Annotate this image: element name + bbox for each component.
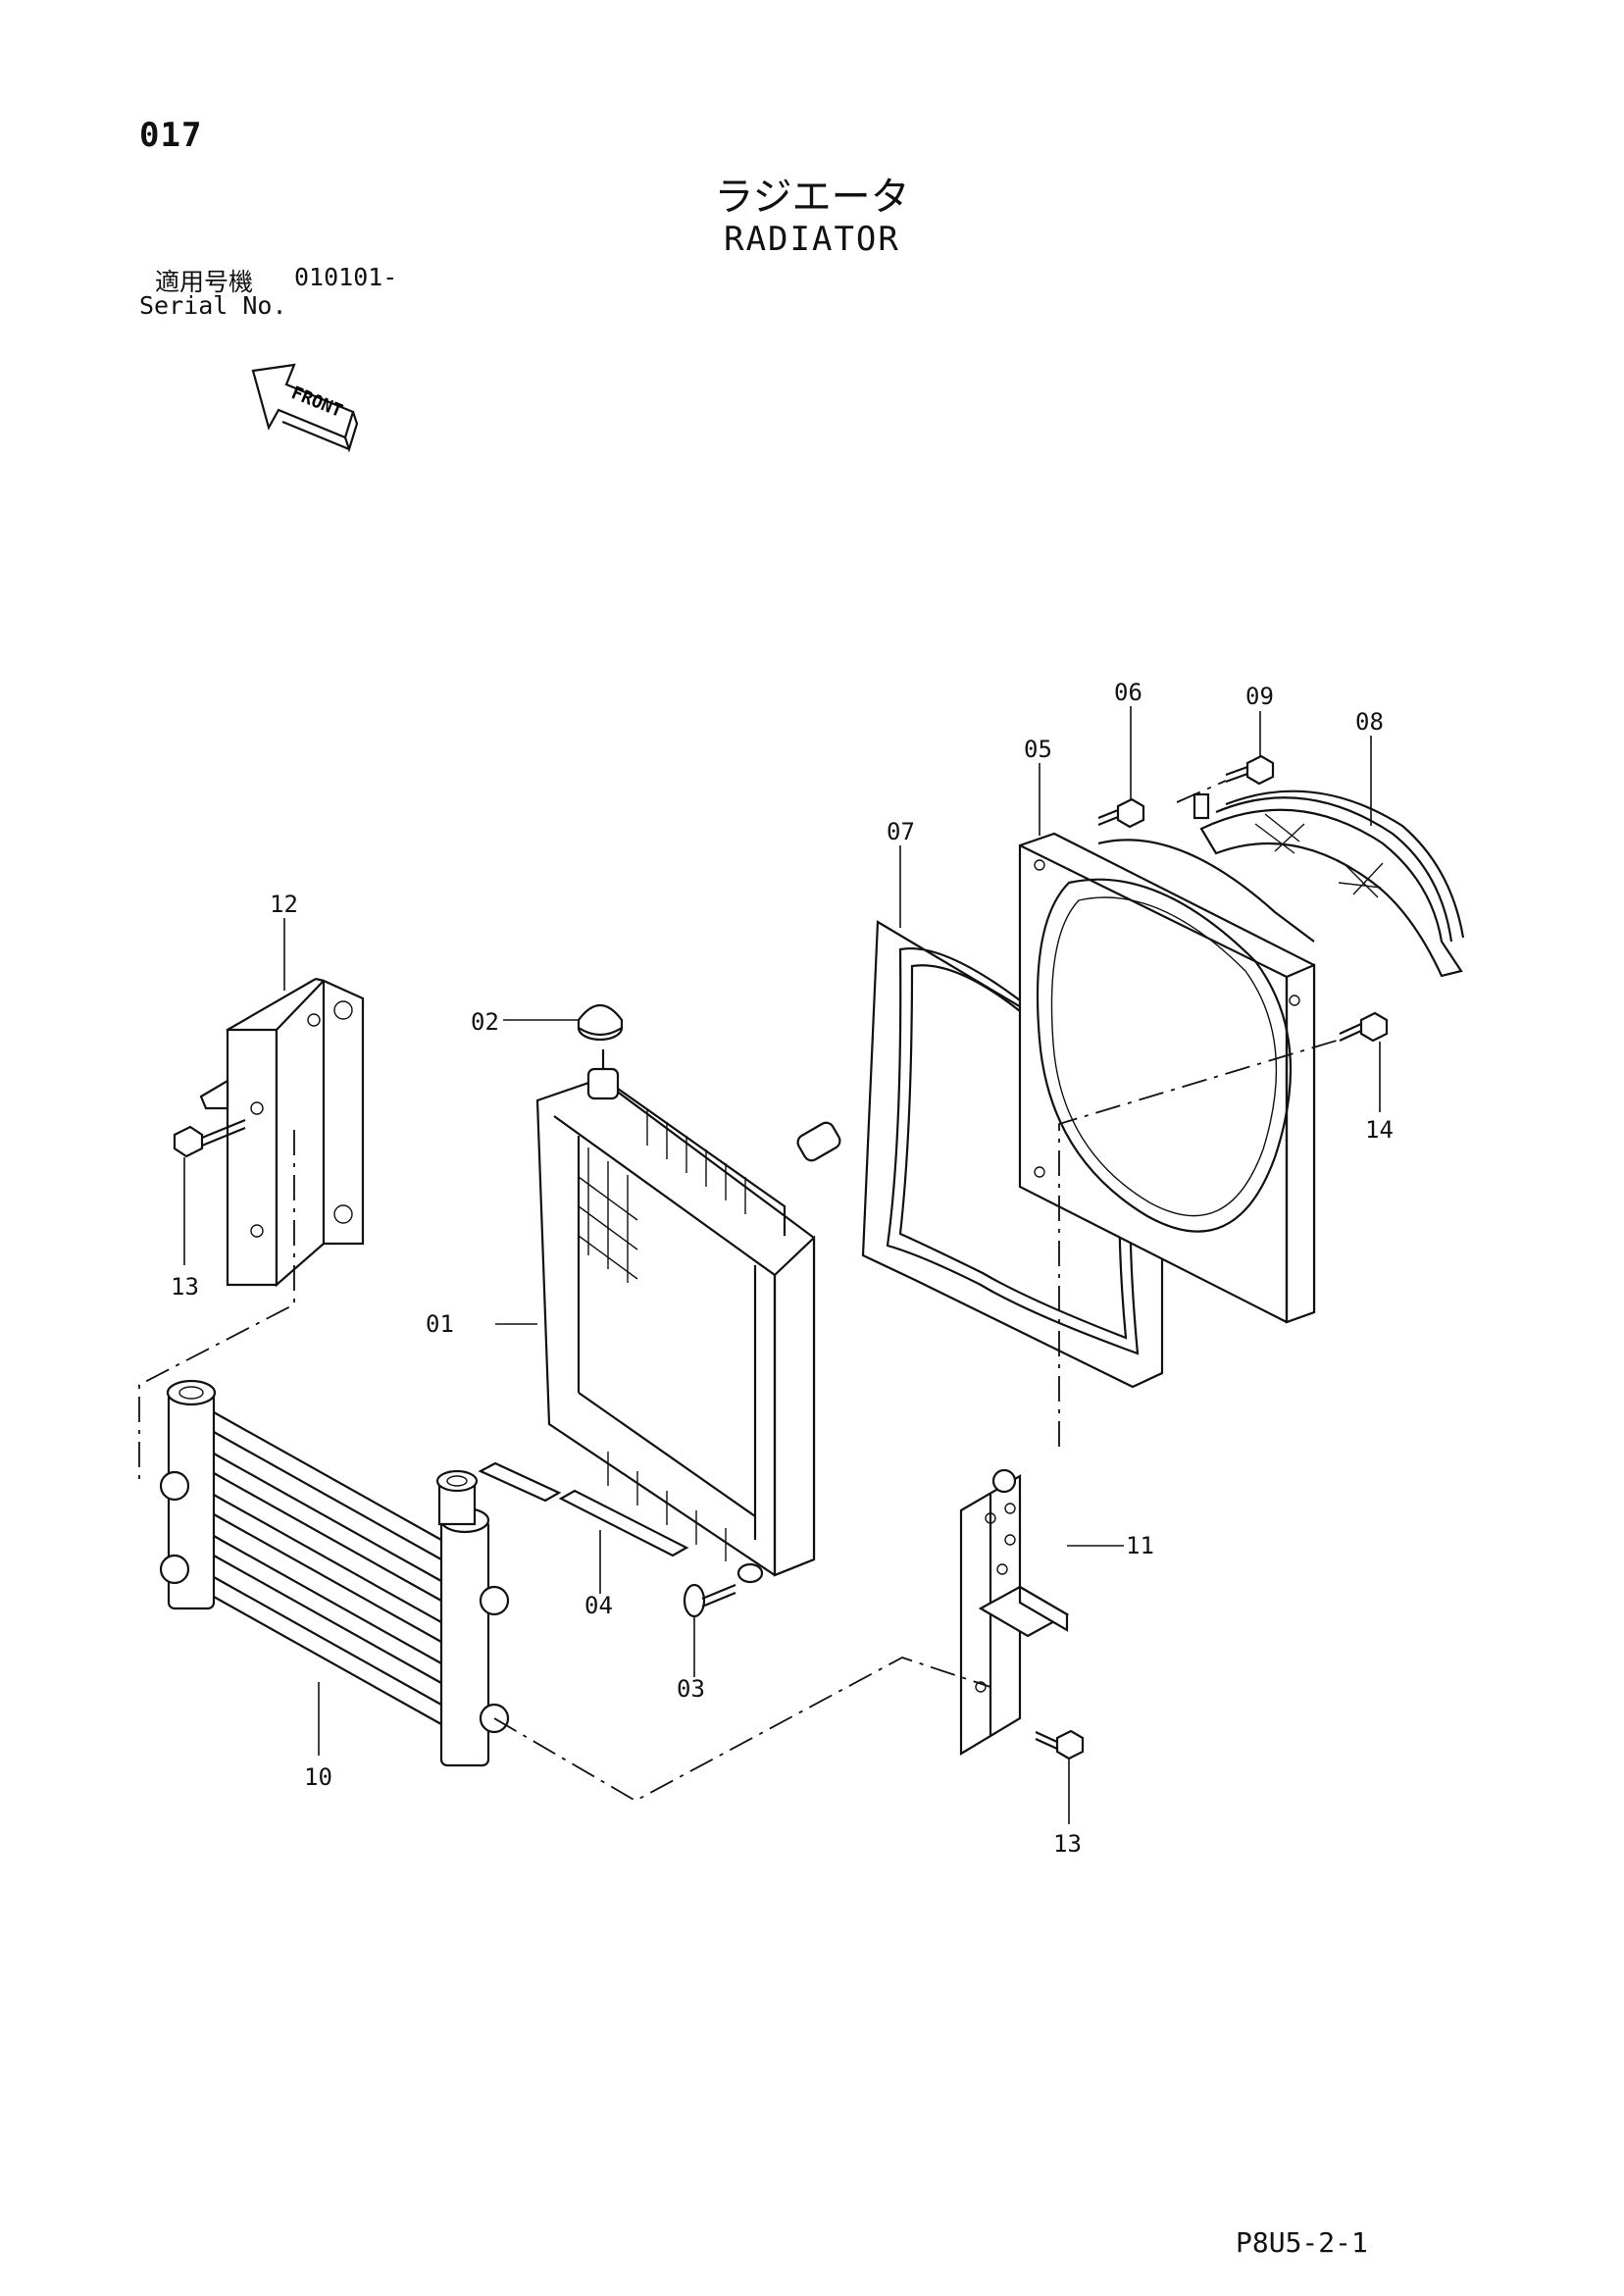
callout-05: 05 <box>1024 736 1052 763</box>
part-14-bolt <box>1339 1011 1389 1043</box>
callout-04: 04 <box>584 1592 613 1619</box>
callout-14: 14 <box>1365 1116 1394 1144</box>
part-04-hose <box>478 1461 689 1557</box>
callout-08: 08 <box>1355 708 1384 736</box>
page-number: 017 <box>139 116 203 155</box>
serial-label: Serial No. <box>139 291 287 320</box>
part-13-bolt-left <box>173 1118 246 1158</box>
part-02-radiator-cap <box>577 1004 624 1042</box>
callout-02: 02 <box>471 1008 499 1036</box>
part-13-bolt-right <box>1035 1729 1085 1760</box>
part-05-fan-shroud <box>1018 832 1316 1324</box>
front-arrow-icon: FRONT <box>251 363 359 453</box>
part-08-fan-guard <box>1193 790 1465 978</box>
part-03-drain-cock <box>683 1562 764 1618</box>
callout-09: 09 <box>1245 683 1274 710</box>
part-01-radiator <box>535 1049 841 1577</box>
part-09-bolt <box>1225 754 1275 786</box>
callout-12: 12 <box>270 891 298 918</box>
callout-06: 06 <box>1114 679 1142 706</box>
part-06-bolt <box>1097 797 1145 829</box>
part-10-oil-cooler <box>159 1379 510 1767</box>
callout-01: 01 <box>426 1310 454 1338</box>
callout-13-left: 13 <box>171 1273 199 1301</box>
part-12-bracket <box>199 977 365 1288</box>
page-title: RADIATOR <box>724 220 900 259</box>
page-title-japanese: ラジエータ <box>714 175 910 220</box>
callout-07: 07 <box>887 818 915 845</box>
serial-number-value: 010101- <box>294 263 398 291</box>
serial-label-japanese: 適用号機 <box>155 268 254 296</box>
part-11-bracket <box>959 1468 1070 1756</box>
leader-lines <box>183 706 1381 1824</box>
page-code: P8U5-2-1 <box>1236 2226 1368 2259</box>
callout-13-right: 13 <box>1053 1830 1082 1858</box>
assembly-lines <box>138 780 1341 1803</box>
callout-10: 10 <box>304 1763 332 1791</box>
callout-03: 03 <box>677 1675 705 1703</box>
callout-11: 11 <box>1126 1532 1154 1559</box>
callouts: 01 02 03 04 05 06 07 08 09 10 11 12 13 1… <box>171 679 1394 1858</box>
